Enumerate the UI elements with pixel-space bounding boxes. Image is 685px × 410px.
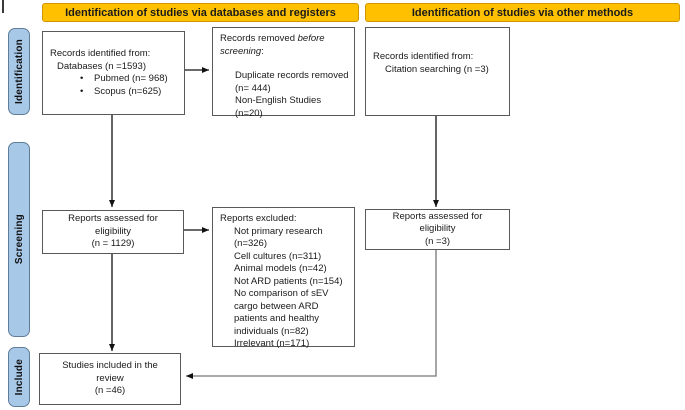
box-text-line: Records identified from: — [50, 48, 151, 59]
header-label: Identification of studies via databases … — [65, 6, 336, 19]
box-text-line: Reports assessed for — [392, 210, 483, 222]
records-removed-box: Records removed before screening: Duplic… — [212, 27, 355, 119]
box-text-line: Irrelevant (n=171) — [234, 338, 310, 349]
box-text-line: (n= 444) — [235, 82, 271, 94]
bullet-label: Pubmed (n= 968) — [94, 73, 168, 84]
box-text-line: Records removed before screening: — [220, 33, 350, 58]
box-text-line: Not ARD patients (n=154) — [234, 275, 343, 287]
studies-included-box: Studies included in the review (n =46) — [39, 353, 181, 405]
box-text-line: Reports assessed for — [68, 213, 158, 225]
stage-identification: Identification — [8, 28, 30, 115]
header-other-methods: Identification of studies via other meth… — [365, 3, 680, 22]
box-text-line: (n=20) — [235, 107, 263, 119]
stage-include: Include — [8, 347, 30, 407]
box-text-line: Records identified from: — [373, 51, 474, 62]
stage-screening: Screening — [8, 142, 30, 337]
box-text-line: Reports excluded: — [220, 213, 297, 224]
text-segment: Records removed — [220, 33, 298, 44]
box-text-line: Databases (n =1593) — [57, 60, 146, 72]
stage-label: Screening — [13, 214, 25, 265]
box-text-line: Animal models (n=42) — [234, 263, 327, 274]
box-text-line: eligibility — [95, 225, 131, 237]
box-text-line: Citation searching (n =3) — [385, 63, 489, 75]
reports-assessed-databases-box: Reports assessed for eligibility (n = 11… — [42, 210, 184, 254]
box-text-line: Not primary research — [234, 225, 323, 237]
box-text-line: Duplicate records removed — [235, 70, 349, 81]
header-label: Identification of studies via other meth… — [411, 6, 634, 19]
box-text-line: Non-English Studies — [235, 95, 322, 106]
reports-assessed-other-box: Reports assessed for eligibility (n =3) — [365, 209, 510, 250]
box-text-line: Studies included in the — [62, 360, 158, 372]
spacer — [220, 58, 350, 70]
box-text-line: eligibility — [419, 223, 456, 235]
bullet-icon: • — [80, 73, 84, 84]
top-left-tick-mark — [2, 0, 4, 13]
header-databases-registers: Identification of studies via databases … — [42, 3, 359, 22]
bullet-icon: • — [80, 85, 84, 97]
box-text-line: (n =46) — [94, 385, 126, 397]
box-text-line: individuals (n=82) — [234, 325, 309, 337]
citation-identified-box: Records identified from: Citation search… — [365, 27, 510, 116]
bullet-item: • Scopus (n=625) — [80, 86, 184, 99]
text-segment: : — [261, 45, 264, 57]
reports-excluded-box: Reports excluded: Not primary research (… — [212, 207, 355, 349]
box-text-line: cargo between ARD — [234, 300, 319, 312]
box-text-line: Cell cultures (n=311) — [234, 250, 322, 262]
text-segment-italic: before screening — [220, 33, 325, 57]
box-text-line: patients and healthy — [234, 313, 320, 324]
stage-label: Identification — [13, 38, 25, 105]
stage-label: Include — [13, 358, 25, 396]
box-text-line: (n = 1129) — [91, 238, 135, 250]
box-text-line: (n=326) — [234, 238, 268, 249]
bullet-item: • Pubmed (n= 968) — [80, 73, 184, 86]
box-text-line: (n =3) — [424, 235, 451, 247]
box-text-line: review — [96, 372, 124, 384]
records-identified-box: Records identified from: Databases (n =1… — [42, 31, 185, 115]
bullet-label: Scopus (n=625) — [94, 85, 162, 97]
box-text-line: No comparison of sEV — [234, 288, 329, 299]
